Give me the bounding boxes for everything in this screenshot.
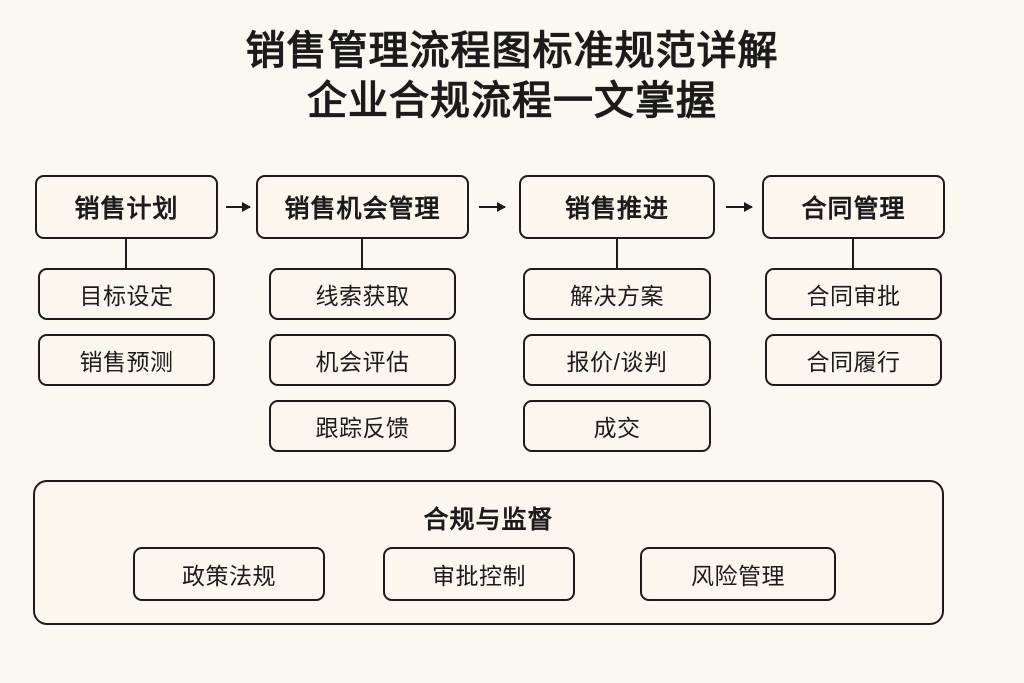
arrow-right-icon-2 xyxy=(479,202,506,212)
flow-column-2-step-1[interactable]: 线索获取 xyxy=(269,268,456,320)
title-line-2: 企业合规流程一文掌握 xyxy=(307,79,717,123)
page-title: 销售管理流程图标准规范详解 企业合规流程一文掌握 xyxy=(0,26,1024,126)
flow-column-2-step-3[interactable]: 跟踪反馈 xyxy=(269,400,456,452)
compliance-item-1[interactable]: 政策法规 xyxy=(133,547,325,601)
flow-column-2-header[interactable]: 销售机会管理 xyxy=(256,175,469,239)
compliance-panel-title: 合规与监督 xyxy=(423,506,554,534)
connector-column-4 xyxy=(852,239,854,268)
flow-column-1-header[interactable]: 销售计划 xyxy=(35,175,218,239)
connector-column-2 xyxy=(361,239,363,268)
arrow-right-icon-1 xyxy=(226,202,251,212)
flow-column-3-step-1[interactable]: 解决方案 xyxy=(523,268,711,320)
compliance-item-3[interactable]: 风险管理 xyxy=(640,547,836,601)
flow-column-3-header[interactable]: 销售推进 xyxy=(519,175,715,239)
connector-column-3 xyxy=(616,239,618,268)
flow-column-4-header[interactable]: 合同管理 xyxy=(762,175,945,239)
compliance-item-2[interactable]: 审批控制 xyxy=(383,547,575,601)
title-line-1: 销售管理流程图标准规范详解 xyxy=(245,29,779,73)
flow-column-4-step-1[interactable]: 合同审批 xyxy=(765,268,942,320)
flow-column-1-step-1[interactable]: 目标设定 xyxy=(38,268,215,320)
flow-column-1-step-2[interactable]: 销售预测 xyxy=(38,334,215,386)
arrow-right-icon-3 xyxy=(726,202,753,212)
connector-column-1 xyxy=(125,239,127,268)
flow-column-2-step-2[interactable]: 机会评估 xyxy=(269,334,456,386)
flow-column-3-step-3[interactable]: 成交 xyxy=(523,400,711,452)
flow-column-3-step-2[interactable]: 报价/谈判 xyxy=(523,334,711,386)
flow-column-4-step-2[interactable]: 合同履行 xyxy=(765,334,942,386)
